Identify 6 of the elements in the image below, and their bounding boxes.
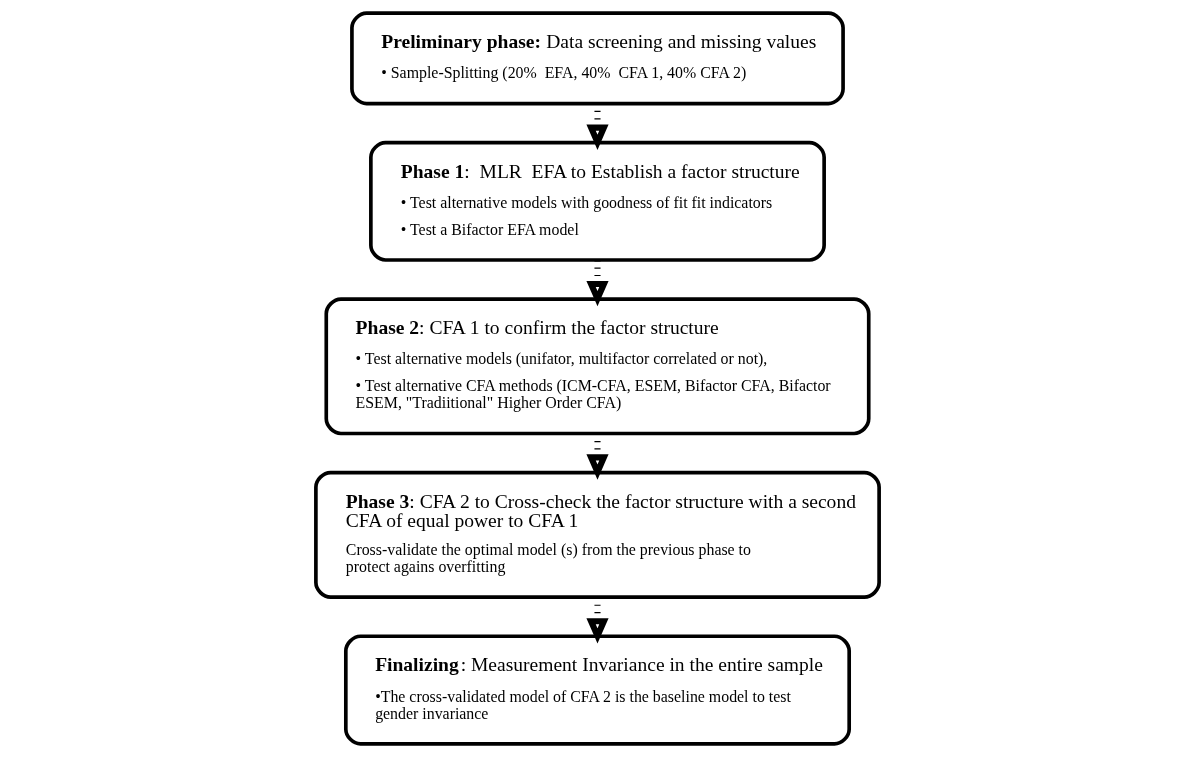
node-box: Phase 2: CFA 1 to confirm the factor structure • Test alternative models (unifator, multifactor correlated or not), • Test alternative CFA methods (ICM-CFA, ESEM, Bifactor CFA, Bifactor ESEM, "Tradiitional" Higher Order CFA) [323,297,871,436]
node-box: Phase 1: MLR EFA to Establish a factor structure • Test alternative models with goodness of fit fit indicators • Test a Bifactor EFA model [368,140,826,262]
node-box: Phase 3: CFA 2 to Cross-check the factor structure with a second CFA of equal power to CFA 1 Cross-validate the optimal model (s) from the previous phase to protect agains overfitting [313,470,881,600]
node-box: Finalizing: Measurement Invariance in the entire sample •The cross-validated model of CFA 2 is the baseline model to test gender invariance [343,634,851,746]
arrow [585,260,609,307]
node-box: Preliminary phase: Data screening and missing values • Sample-Splitting (20% EFA, 40% CFA 1, 40% CFA 2) [349,11,845,106]
